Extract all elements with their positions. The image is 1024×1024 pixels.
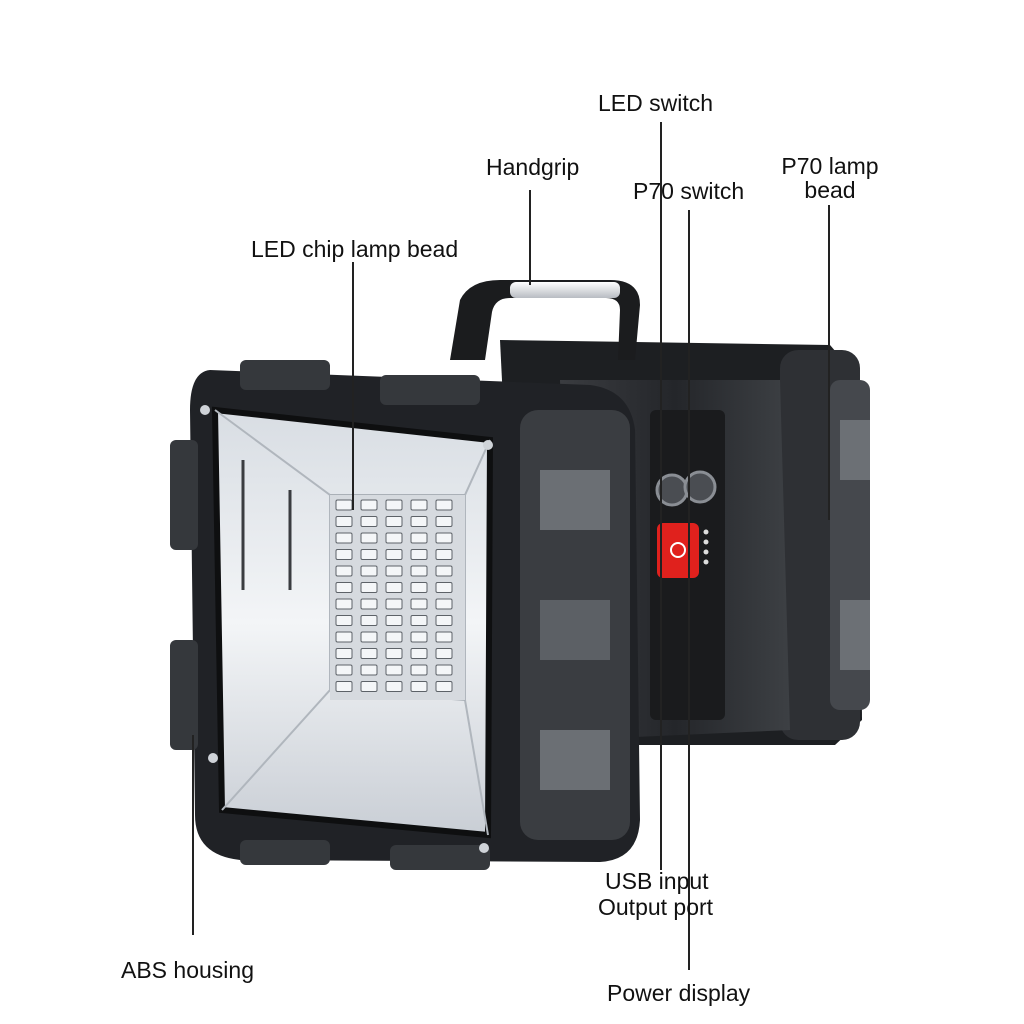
led-chip — [335, 598, 353, 610]
led-chip-array — [330, 495, 465, 700]
led-chip — [335, 615, 353, 626]
led-chip — [335, 582, 353, 593]
led-chip — [360, 598, 378, 610]
led-chip — [435, 549, 453, 560]
led-chip — [435, 565, 453, 577]
handgrip — [450, 280, 640, 360]
led-chip — [435, 582, 453, 593]
led-switch-button[interactable] — [683, 470, 717, 504]
label-handgrip: Handgrip — [486, 154, 580, 180]
led-chip — [410, 532, 428, 544]
led-chip — [435, 681, 453, 692]
led-chip — [435, 516, 453, 527]
label-p70-lamp-bead-line1: P70 lamp — [781, 153, 879, 179]
led-chip — [335, 631, 353, 643]
label-p70-lamp-bead-line2: bead — [804, 177, 856, 203]
led-chip — [435, 648, 453, 659]
led-chip — [435, 664, 453, 676]
led-chip — [385, 516, 403, 527]
led-chip — [410, 499, 428, 511]
led-chip — [360, 549, 378, 560]
label-led-switch: LED switch — [598, 90, 714, 116]
led-chip — [410, 598, 428, 610]
led-chip — [385, 598, 403, 610]
led-chip — [385, 582, 403, 593]
led-chip — [360, 631, 378, 643]
led-chip — [360, 532, 378, 544]
led-chip — [385, 499, 403, 511]
led-chip — [360, 582, 378, 593]
power-display-icon — [657, 523, 699, 578]
led-chip — [335, 648, 353, 659]
led-chip — [385, 631, 403, 643]
led-chip — [385, 532, 403, 544]
led-chip — [410, 648, 428, 659]
label-p70-switch: P70 switch — [633, 178, 745, 204]
led-chip — [385, 565, 403, 577]
led-chip — [410, 549, 428, 560]
led-chip — [335, 499, 353, 511]
led-chip — [410, 681, 428, 692]
label-power-display: Power display — [607, 980, 751, 1006]
led-chip — [435, 598, 453, 610]
led-chip — [385, 681, 403, 692]
led-chip — [360, 499, 378, 511]
led-chip — [410, 516, 428, 527]
led-chip — [360, 681, 378, 692]
led-chip — [335, 549, 353, 560]
label-abs-housing: ABS housing — [121, 957, 254, 983]
led-chip — [360, 648, 378, 659]
led-chip — [335, 681, 353, 692]
led-chip — [360, 664, 378, 676]
label-p70-lamp-bead: P70 lamp bead — [770, 154, 890, 202]
leader-lines — [192, 122, 830, 970]
led-chip — [410, 631, 428, 643]
led-chip — [385, 549, 403, 560]
led-chip — [385, 615, 403, 626]
led-chip — [410, 582, 428, 593]
led-chip — [435, 631, 453, 643]
led-chip — [410, 664, 428, 676]
label-led-chip-lamp-bead: LED chip lamp bead — [251, 236, 459, 262]
led-chip — [410, 565, 428, 577]
led-chip — [335, 516, 353, 527]
screws — [200, 405, 493, 853]
led-chip — [335, 664, 353, 676]
led-chip — [435, 615, 453, 626]
led-chip — [360, 615, 378, 626]
led-chip — [385, 648, 403, 659]
led-chip — [335, 532, 353, 544]
led-chip — [385, 664, 403, 676]
label-usb-input: USB input — [605, 868, 709, 894]
led-chip — [335, 565, 353, 577]
led-chip — [435, 499, 453, 511]
led-chip — [360, 565, 378, 577]
led-chip — [435, 532, 453, 544]
led-chip — [410, 615, 428, 626]
label-output-port: Output port — [598, 894, 714, 920]
led-chip — [360, 516, 378, 527]
